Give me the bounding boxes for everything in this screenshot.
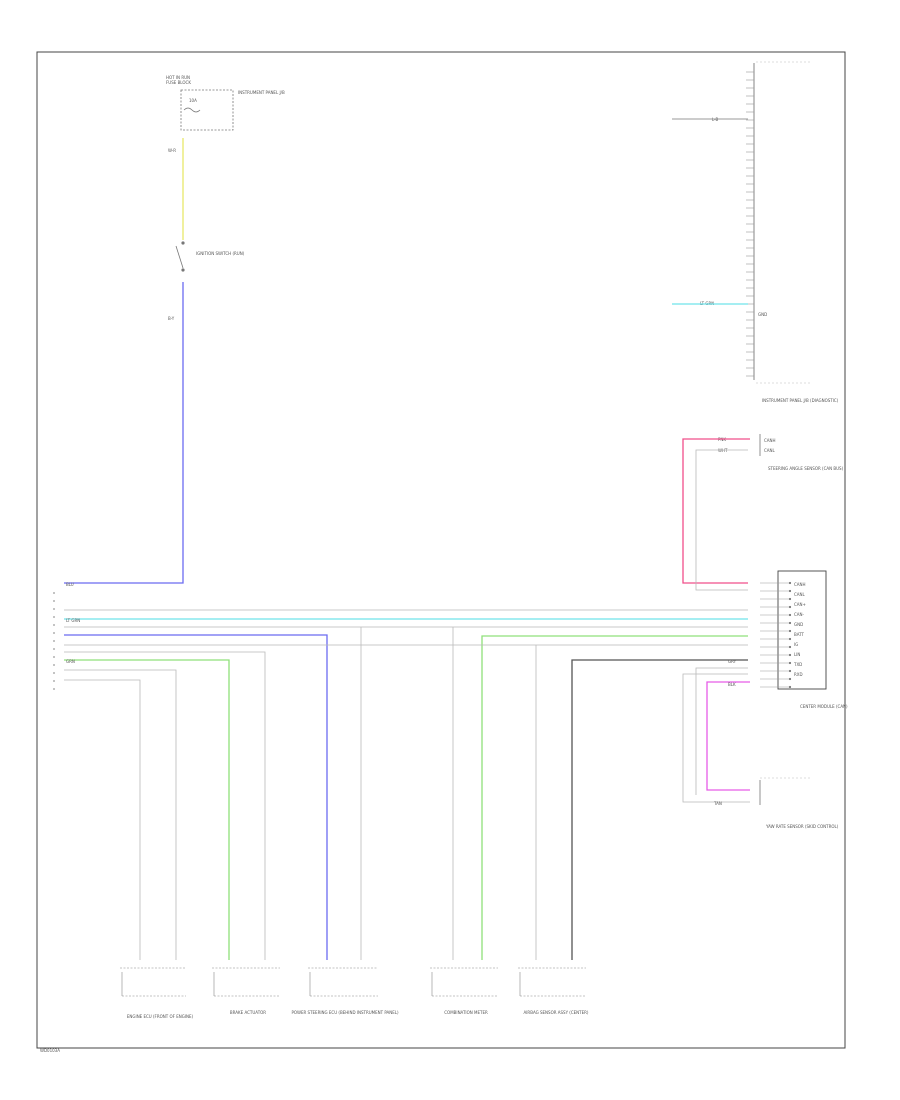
bottom-module-label-1: ENGINE ECU (FRONT OF ENGINE) [127,1014,194,1019]
bottom-module-label-5: AIRBAG SENSOR ASSY (CENTER) [524,1010,589,1015]
wire-label-w-r: W-R [168,148,176,153]
module-pin-dot [788,677,792,681]
module-pin-dot [788,589,792,593]
left-marker-dot [53,624,55,626]
connector-label: INSTRUMENT PANEL J/B (DIAGNOSTIC) [762,398,839,403]
module-pin-dot [788,637,792,641]
module-pin-label: GND [794,622,803,627]
module-pin-dot [788,661,792,665]
module-pin-label: LIN [794,652,800,657]
module-pin-label: CANH [794,582,806,587]
module-pin-label: CAN+ [794,602,806,607]
connector-pin-label: GND [758,312,767,317]
module-pin-dot [788,605,792,609]
center-module-box [777,570,827,690]
switch-contact-icon [181,241,185,245]
bottom-modules [120,967,586,997]
wire-wht-12 [695,667,748,795]
left-marker-dot [53,600,55,602]
fuse-block-subtitle: FUSE BLOCK [166,80,191,85]
module-pin-label: BATT [794,632,805,637]
left-edge-markers [53,592,55,690]
module-pin-dot [788,621,792,625]
left-marker-dot [53,664,55,666]
wire-label-blk-right: BLK [728,682,736,687]
left-marker-dot [53,608,55,610]
wire-label-ltgrn-bus: LT GRN [66,618,80,623]
sensor-pin-canl: CANL [764,448,776,453]
fuse-block-title: HOT IN RUN [166,75,190,80]
fuse-block: HOT IN RUN FUSE BLOCK 10A INSTRUMENT PAN… [166,75,285,131]
bottom-module-label-4: COMBINATION METER [444,1010,488,1015]
center-module-pins: CANH CANL CAN+ CAN- GND BATT IG LIN TXD RXD [760,581,806,689]
center-module-label: CENTER MODULE (CAN) [800,704,848,709]
wire-label-gry-right: GRY [728,659,737,664]
wire-label-b-y: B-Y [168,316,175,321]
left-marker-dot [53,672,55,674]
module-pin-label: CAN- [794,612,805,617]
wire-wht-5 [64,669,177,960]
left-marker-dot [53,656,55,658]
module-pin-dot [788,613,792,617]
left-marker-dot [53,688,55,690]
wire-green-left [64,659,230,960]
left-marker-dot [53,680,55,682]
yaw-rate-sensor: YAW RATE SENSOR (SKID CONTROL) [759,777,839,829]
module-pin-label: TXD [793,662,802,667]
switch-contact-icon [181,268,185,272]
left-marker-dot [53,632,55,634]
steering-sensor-label: STEERING ANGLE SENSOR (CAN BUS) [768,466,844,471]
left-marker-dot [53,648,55,650]
yaw-sensor-label: YAW RATE SENSOR (SKID CONTROL) [765,824,839,829]
wire-wht-11 [682,673,750,803]
wire-wht-10 [695,449,748,591]
wire-dark-gray [571,659,748,960]
fuse-rating-label: 10A [189,98,197,103]
diagram-frame [36,51,846,1049]
wire-violet-main [64,282,184,584]
fuse-icon [183,107,201,113]
sensor-pin-canh: CANH [764,438,776,443]
switch-blade-icon [175,245,184,269]
module-pin-dot [788,629,792,633]
module-pin-dot [788,597,792,601]
bottom-module-label-3: POWER STEERING ECU (BEHIND INSTRUMENT PA… [291,1010,399,1015]
wire-violet-bus [64,634,328,960]
module-pin-dot [788,685,792,689]
module-pin-label: CANL [794,592,806,597]
wire-label-wht-top: WHT [718,448,728,453]
steering-angle-sensor: CANH CANL STEERING ANGLE SENSOR (CAN BUS… [759,434,844,471]
left-marker-dot [53,592,55,594]
wire-wht-6 [64,679,141,960]
left-marker-dot [53,616,55,618]
left-marker-dot [53,640,55,642]
center-module: CANH CANL CAN+ CAN- GND BATT IG LIN TXD RXD CENTE… [760,570,848,709]
diagram-code: WD0103A [40,1048,60,1053]
wires [64,118,750,960]
module-pin-dot [788,653,792,657]
wire-pink [682,438,750,584]
wire-green-right [481,635,748,960]
wire-label-l-b: L-B [712,117,718,122]
wire-label-grn-left: GRN [66,659,75,664]
module-pin-dot [788,645,792,649]
ignition-switch-label: IGNITION SWITCH (RUN) [196,251,245,256]
diagnostic-connector: GND INSTRUMENT PANEL J/B (DIAGNOSTIC) [746,61,839,403]
wire-magenta [706,681,750,791]
module-pin-label: RXD [794,672,803,677]
fuse-block-box [180,89,234,131]
bottom-module-label-2: BRAKE ACTUATOR [230,1010,266,1015]
wires-light [64,449,750,960]
connector-pin-ticks [746,71,754,377]
module-pin-label: IG [794,642,798,647]
wire-label-blu-left: BLU [66,582,74,587]
module-pin-dot [788,581,792,585]
relay-label: INSTRUMENT PANEL J/B [238,90,285,95]
wire-wht-4 [64,651,266,960]
module-pin-dot [788,669,792,673]
wire-label-tan-right: TAN [713,801,722,806]
ignition-switch: IGNITION SWITCH (RUN) [175,241,245,272]
